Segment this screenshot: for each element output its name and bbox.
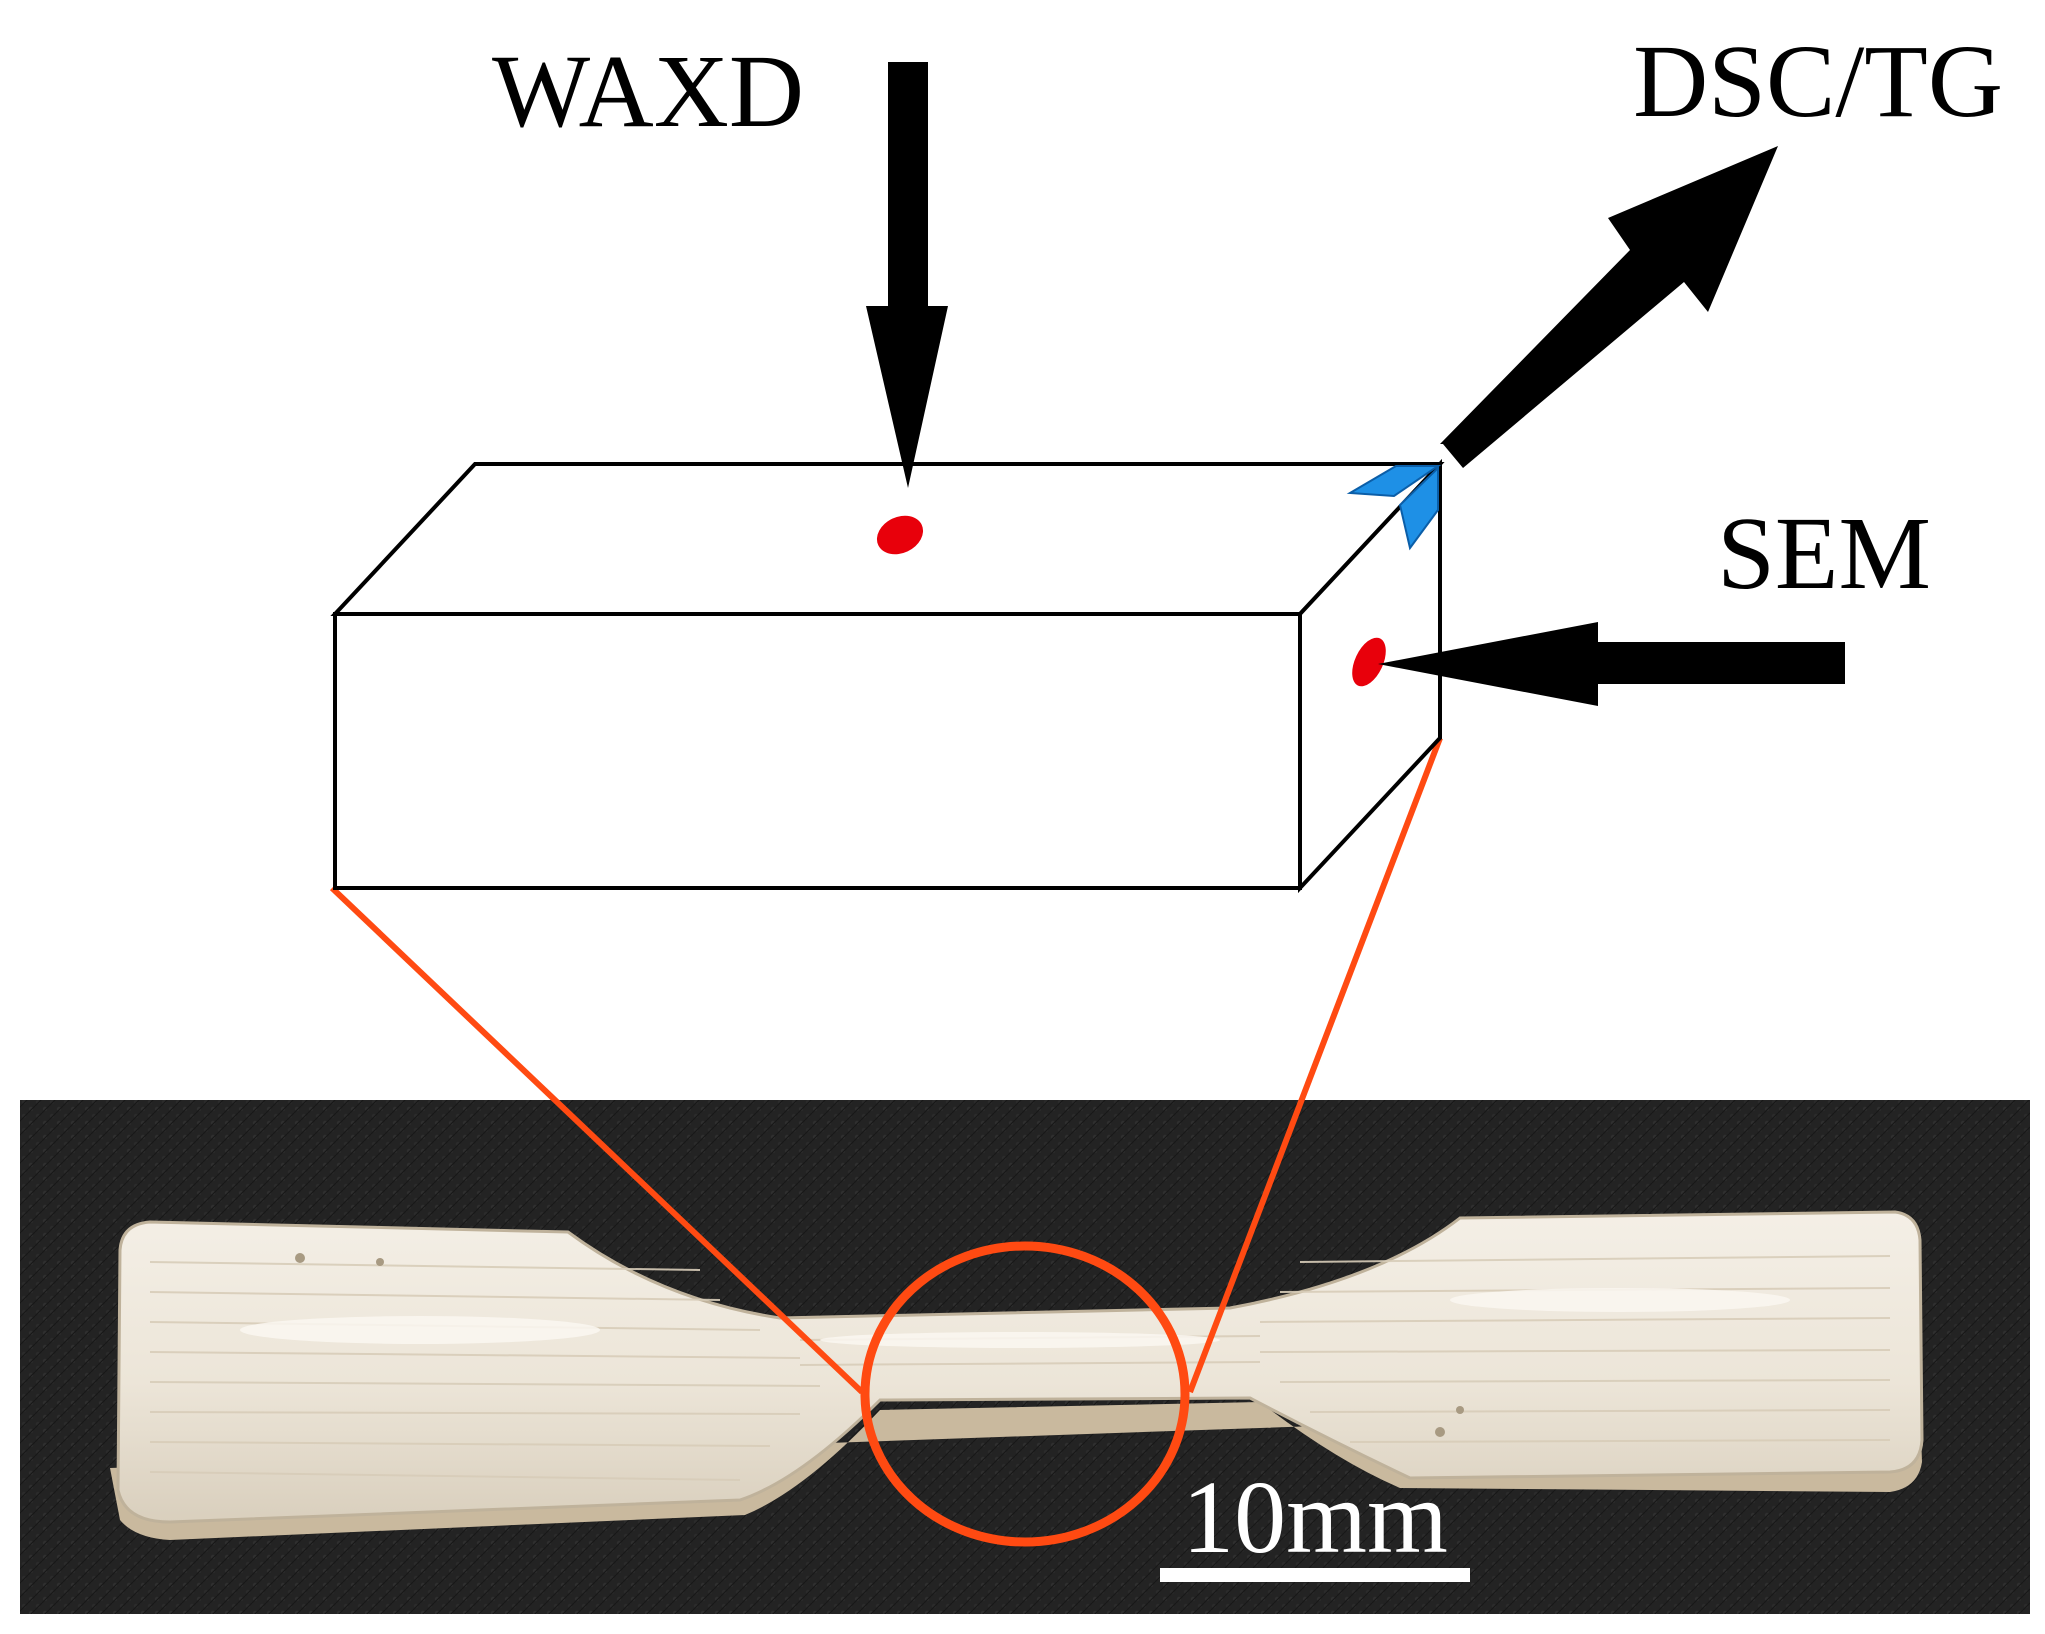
box-front-face (333, 612, 1302, 890)
scale-bar: 10mm (1160, 1460, 1470, 1582)
waxd-label: WAXD (492, 34, 804, 149)
sem-sample-point (1352, 637, 1386, 687)
dsc-sample-corner (1346, 465, 1442, 551)
scale-bar-line (1160, 1568, 1470, 1582)
specimen-highlights (240, 1288, 1790, 1348)
zoom-line-left (329, 885, 865, 1395)
sem-arrow (1378, 622, 1845, 706)
sem-label: SEM (1717, 496, 1931, 611)
scale-bar-label: 10mm (1182, 1460, 1448, 1575)
waxd-sample-point (876, 515, 924, 555)
zoom-connectors (329, 736, 1443, 1395)
specimen-photo: 10mm (20, 1100, 2030, 1614)
gauge-section-box (330, 458, 1445, 894)
specimen-pores (295, 1253, 1464, 1437)
waxd-arrow (866, 62, 948, 488)
dsc-tg-arrow (1440, 146, 1778, 468)
zoom-circle (860, 1241, 1190, 1547)
zoom-line-right (1187, 736, 1443, 1394)
dsc-tg-label: DSC/TG (1633, 24, 2003, 139)
